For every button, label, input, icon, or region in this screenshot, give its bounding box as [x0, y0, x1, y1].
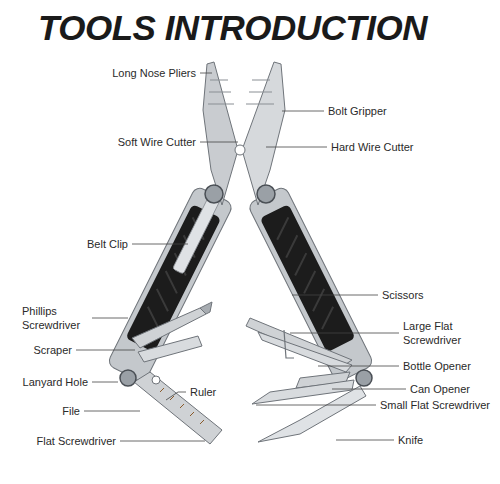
tool-label: Bottle Opener — [403, 359, 471, 373]
tool-label: Flat Screwdriver — [37, 434, 116, 448]
tool-label: Soft Wire Cutter — [118, 135, 196, 149]
tool-label: Can Opener — [410, 382, 470, 396]
tool-label: Large Flat Screwdriver — [403, 319, 483, 347]
tool-label: Scraper — [33, 343, 72, 357]
tool-label: Scissors — [382, 288, 424, 302]
tool-label: Bolt Gripper — [328, 104, 387, 118]
tool-label: File — [62, 404, 80, 418]
tool-label: Belt Clip — [87, 237, 128, 251]
tool-label: Ruler — [190, 385, 216, 399]
tool-label: Long Nose Pliers — [112, 66, 196, 80]
tool-label: Small Flat Screwdriver — [380, 398, 490, 412]
tool-label: Knife — [398, 433, 423, 447]
tool-label: Hard Wire Cutter — [331, 140, 414, 154]
title: TOOLS INTRODUCTION — [38, 8, 427, 48]
tool-label: Lanyard Hole — [23, 375, 88, 389]
tool-label: Phillips Screwdriver — [22, 304, 88, 332]
